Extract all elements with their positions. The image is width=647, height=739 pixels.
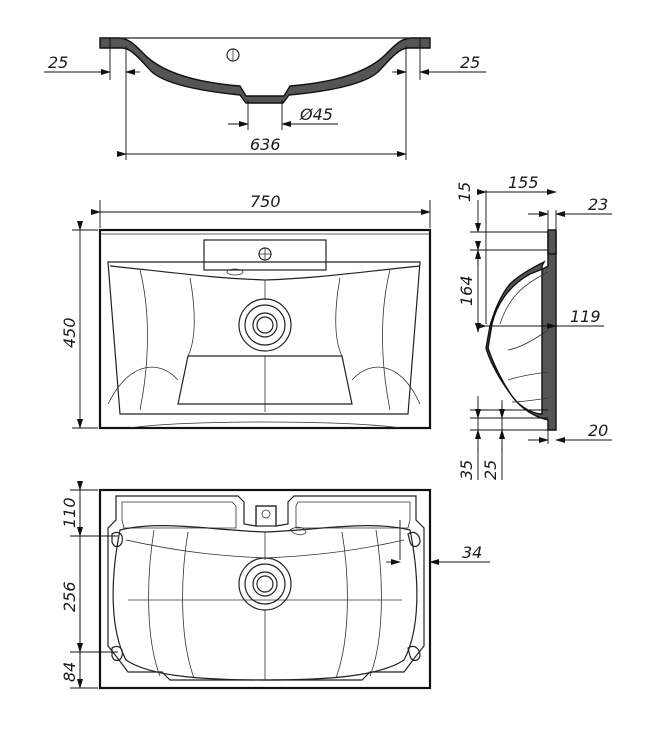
dim-side-bottom-offset: 20 — [588, 421, 608, 440]
underside-drain — [238, 557, 292, 611]
dim-drain-diameter: Ø45 — [299, 105, 333, 124]
tap-deck — [203, 239, 327, 271]
dim-overall-width: 750 — [250, 192, 281, 211]
mount-hole-bottom-left — [111, 645, 123, 662]
dim-top-right-rim: 25 — [460, 53, 480, 72]
front-section-view: 25 25 Ø45 636 — [44, 37, 486, 160]
dim-side-lower-35: 35 — [457, 460, 476, 480]
drain-outer — [238, 298, 292, 352]
dim-side-rim-height: 15 — [455, 182, 474, 202]
mount-hole-bottom-right — [407, 645, 421, 662]
mount-hole-top-left — [111, 531, 123, 548]
dim-mount-offset: 34 — [462, 543, 482, 562]
dim-side-bowl-depth: 119 — [570, 307, 601, 326]
overflow-slot — [226, 268, 244, 276]
dim-side-total: 155 — [508, 173, 539, 192]
underside-view: 110 256 84 34 — [60, 481, 490, 690]
plan-view: 750 450 — [60, 192, 432, 430]
mount-hole-top-right — [407, 531, 421, 548]
dim-side-lower-25: 25 — [481, 460, 500, 480]
dim-mount-spacing: 256 — [60, 581, 79, 612]
dim-inner-width: 636 — [250, 135, 281, 154]
dim-mount-bottom: 84 — [60, 662, 79, 682]
dim-top-left-rim: 25 — [48, 53, 68, 72]
section-profile — [99, 37, 431, 104]
side-section-view: 15 155 23 164 119 20 35 25 — [455, 173, 612, 480]
dim-side-rim-top: 23 — [588, 195, 608, 214]
side-profile — [485, 231, 557, 431]
dim-side-bowl-height: 164 — [457, 275, 476, 306]
dim-overall-depth: 450 — [60, 317, 79, 348]
dim-mount-top: 110 — [60, 497, 79, 528]
